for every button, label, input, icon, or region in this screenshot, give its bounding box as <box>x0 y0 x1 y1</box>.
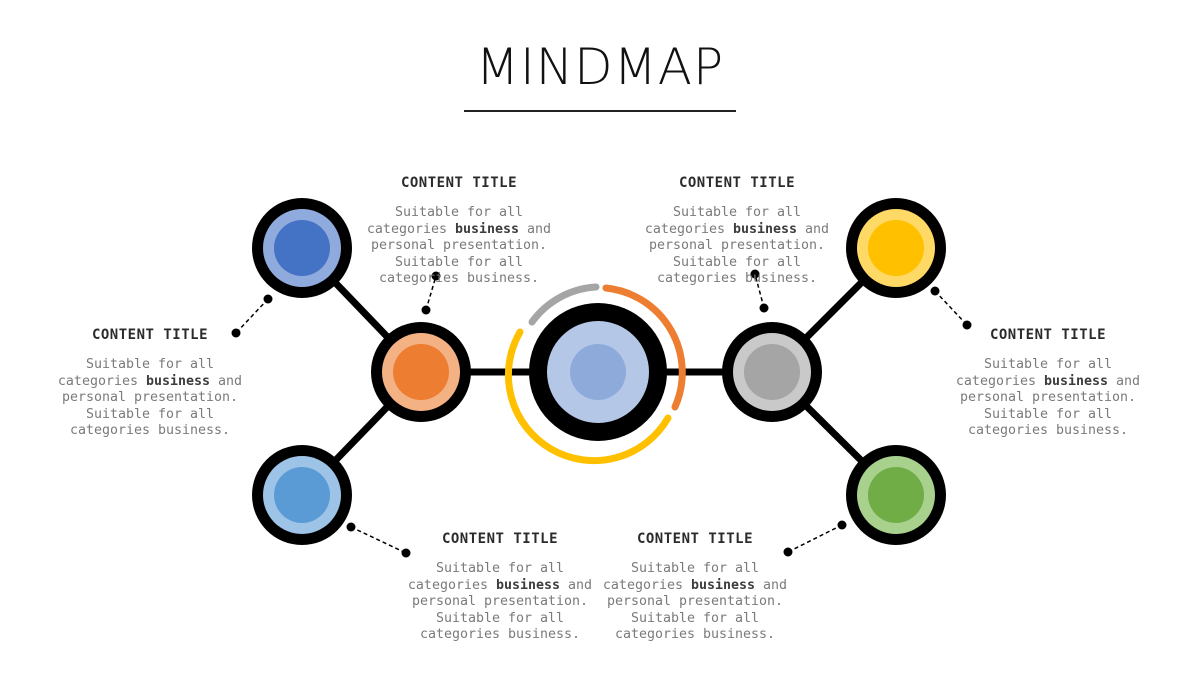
text-block-bottom-left: CONTENT TITLE Suitable for all categorie… <box>400 531 600 644</box>
pointer-bottom-left <box>346 522 411 558</box>
pointer-left <box>231 294 273 338</box>
node-blue-dark <box>252 198 352 298</box>
block-body: Suitable for all categories business and… <box>57 357 243 438</box>
node-blue-dark-core <box>274 220 330 276</box>
title-underline <box>464 110 736 112</box>
pointer-right <box>930 286 972 330</box>
text-block-top-right: CONTENT TITLE Suitable for all categorie… <box>637 175 837 288</box>
block-title: CONTENT TITLE <box>400 175 518 191</box>
block-title: CONTENT TITLE <box>989 327 1107 343</box>
pointer-bottom-right <box>783 520 847 557</box>
node-green-core <box>868 467 924 523</box>
block-title: CONTENT TITLE <box>91 327 209 343</box>
node-yellow <box>846 198 946 298</box>
text-block-top-left: CONTENT TITLE Suitable for all categorie… <box>359 175 559 288</box>
block-title: CONTENT TITLE <box>441 531 559 547</box>
block-body: Suitable for all categories business and… <box>644 205 830 286</box>
text-block-right: CONTENT TITLE Suitable for all categorie… <box>948 327 1148 440</box>
block-title: CONTENT TITLE <box>636 531 754 547</box>
block-body: Suitable for all categories business and… <box>602 561 788 642</box>
arc-yellow <box>504 328 672 465</box>
block-body: Suitable for all categories business and… <box>366 205 552 286</box>
node-blue-light-core <box>274 467 330 523</box>
node-orange-core <box>393 344 449 400</box>
arc-orange <box>602 284 686 411</box>
pointers <box>231 269 972 558</box>
node-gray-core <box>744 344 800 400</box>
text-block-bottom-right: CONTENT TITLE Suitable for all categorie… <box>595 531 795 644</box>
block-body: Suitable for all categories business and… <box>955 357 1141 438</box>
node-blue-light <box>252 445 352 545</box>
node-yellow-core <box>868 220 924 276</box>
arc-gray <box>528 283 600 326</box>
node-orange <box>371 322 471 422</box>
page-title: MINDMAP <box>475 38 725 96</box>
block-body: Suitable for all categories business and… <box>407 561 593 642</box>
block-title: CONTENT TITLE <box>678 175 796 191</box>
pointer-top-right <box>750 269 769 313</box>
text-block-left: CONTENT TITLE Suitable for all categorie… <box>50 327 250 440</box>
center-core <box>570 344 626 400</box>
node-green <box>846 445 946 545</box>
node-gray <box>722 322 822 422</box>
pointer-top-left <box>421 271 441 315</box>
center-hub <box>504 283 686 465</box>
